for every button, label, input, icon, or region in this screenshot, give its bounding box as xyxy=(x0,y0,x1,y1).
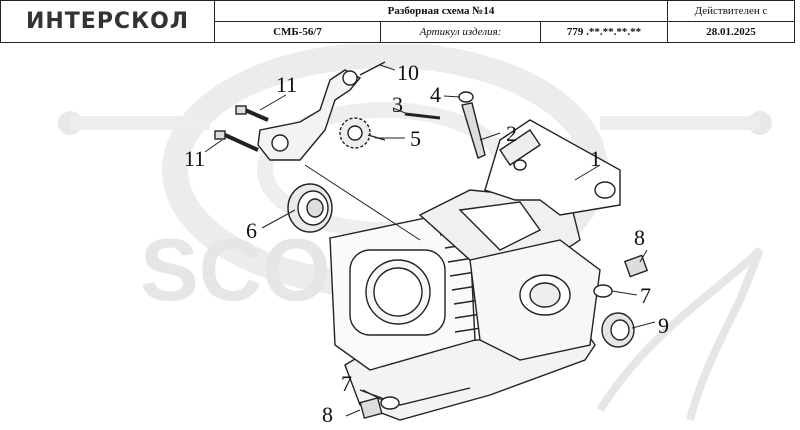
callout-2: 2 xyxy=(506,121,517,146)
brand-logo-cell: ИНТЕРСКОЛ xyxy=(0,0,215,43)
callout-10: 10 xyxy=(397,60,419,85)
document-header: ИНТЕРСКОЛ Разборная схема №14 Действител… xyxy=(0,0,800,44)
callout-3: 3 xyxy=(392,92,403,117)
callout-9: 9 xyxy=(658,313,669,338)
valid-from-label: Действителен с xyxy=(667,0,795,22)
callout-8-bottom: 8 xyxy=(322,402,333,427)
callout-4: 4 xyxy=(430,82,441,107)
callout-11-left: 11 xyxy=(184,146,205,171)
callout-8-right: 8 xyxy=(634,225,645,250)
callout-1: 1 xyxy=(590,146,601,171)
sheet-title: Разборная схема №14 xyxy=(214,0,668,22)
callout-7-right: 7 xyxy=(640,283,651,308)
crankcase-assembly xyxy=(204,61,656,421)
model-name: СМБ-56/7 xyxy=(214,21,381,43)
valid-from-date: 28.01.2025 xyxy=(667,21,795,43)
callout-5: 5 xyxy=(410,126,421,151)
brand-name: ИНТЕРСКОЛ xyxy=(25,9,190,34)
callout-11-top: 11 xyxy=(276,72,297,97)
callout-6: 6 xyxy=(246,218,257,243)
exploded-diagram: SCOOTER xyxy=(58,44,772,427)
callout-7-bottom: 7 xyxy=(341,371,352,396)
brand-logo: ИНТЕРСКОЛ xyxy=(1,1,214,42)
article-number: 779 .**.**.**.** xyxy=(540,21,668,43)
article-label: Артикул изделия: xyxy=(380,21,541,43)
callout-labels: 1 2 3 4 5 6 7 7 8 8 9 10 11 11 xyxy=(184,60,669,427)
header-table: ИНТЕРСКОЛ Разборная схема №14 Действител… xyxy=(0,0,795,43)
